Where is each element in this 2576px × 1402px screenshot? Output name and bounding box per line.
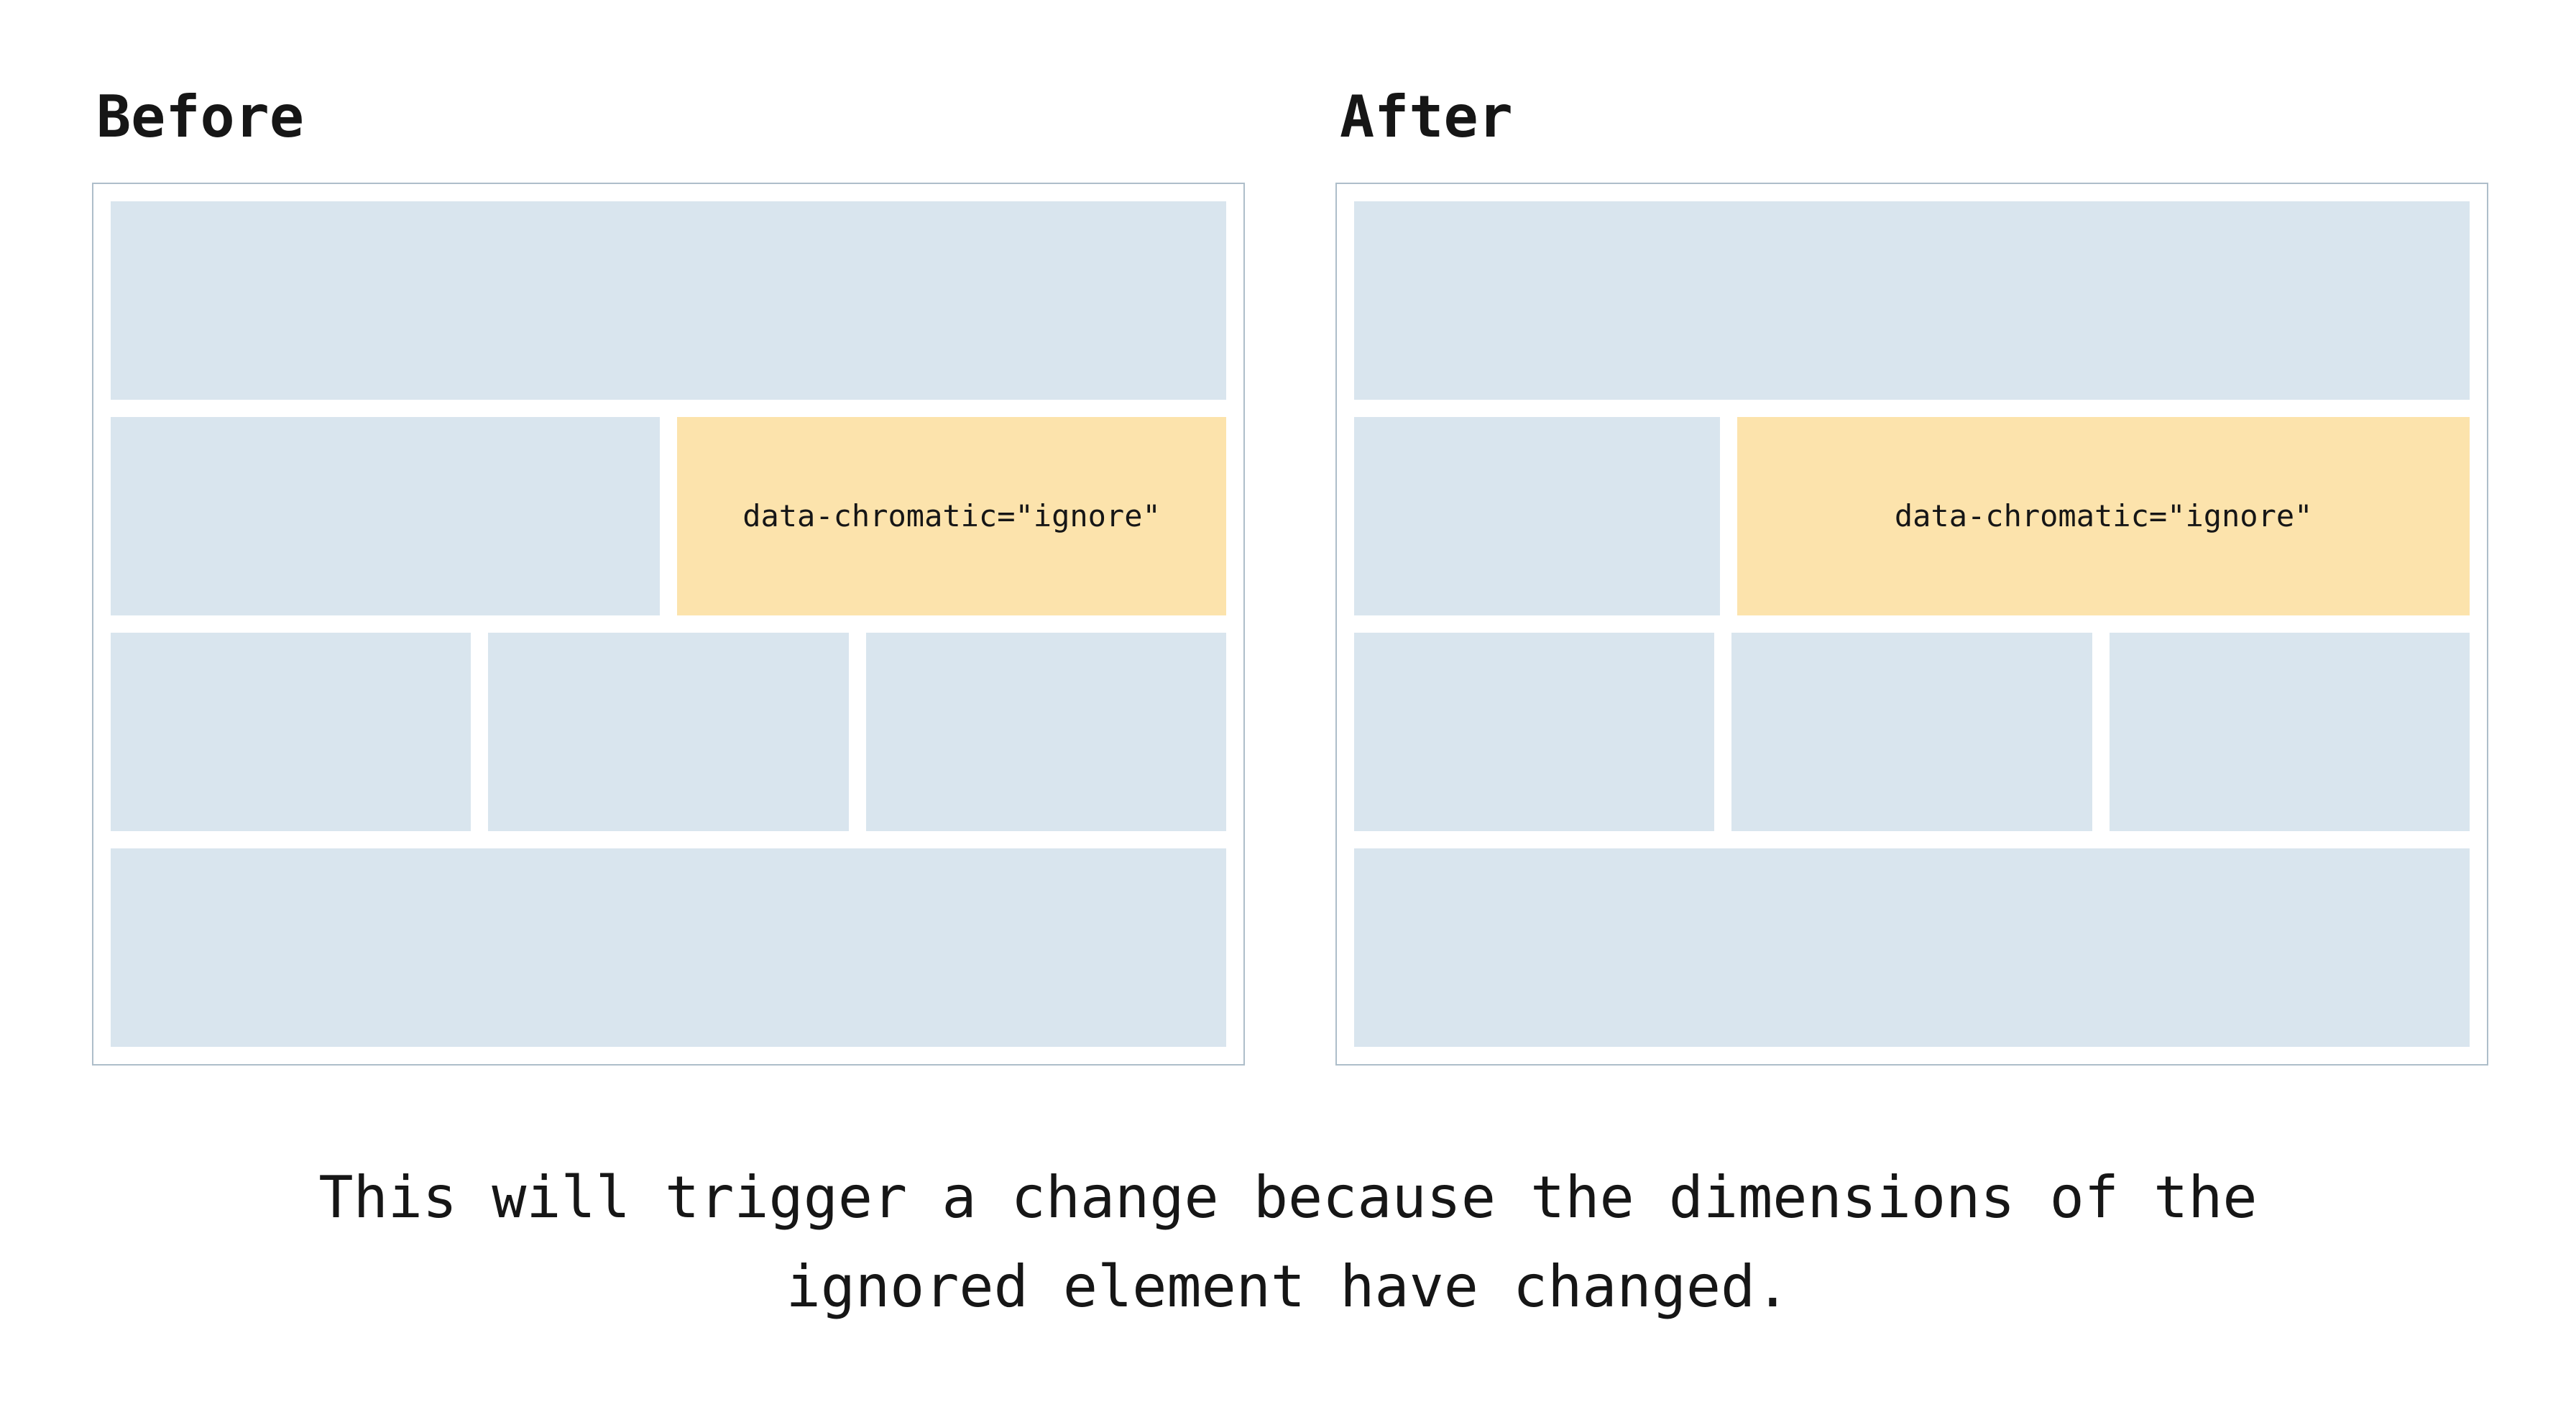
wireframe-row-ignored: data-chromatic="ignore": [111, 417, 1226, 615]
content-placeholder-block: [111, 417, 660, 615]
wireframe-row-footer: [1354, 848, 2470, 1047]
content-placeholder-block: [1354, 417, 1721, 615]
comparison-columns: Before data-chromatic="ignore": [0, 85, 2576, 1066]
after-wireframe-panel: data-chromatic="ignore": [1335, 183, 2488, 1066]
wireframe-row-thirds: [111, 633, 1226, 831]
ignored-attribute-label: data-chromatic="ignore": [742, 498, 1161, 533]
third-placeholder-block: [1354, 633, 1715, 831]
after-column: After data-chromatic="ignore": [1335, 85, 2488, 1066]
ignored-attribute-label: data-chromatic="ignore": [1894, 498, 2313, 533]
before-wireframe-panel: data-chromatic="ignore": [92, 183, 1245, 1066]
third-placeholder-block: [2109, 633, 2470, 831]
third-placeholder-block: [1731, 633, 2092, 831]
before-column: Before data-chromatic="ignore": [92, 85, 1245, 1066]
footer-placeholder-block: [111, 848, 1226, 1047]
ignored-element-block: data-chromatic="ignore": [677, 417, 1226, 615]
wireframe-row-thirds: [1354, 633, 2470, 831]
caption-line-2: ignored element have changed.: [786, 1253, 1790, 1320]
before-title: Before: [96, 83, 304, 150]
wireframe-row-header: [1354, 201, 2470, 400]
footer-placeholder-block: [1354, 848, 2470, 1047]
third-placeholder-block: [488, 633, 849, 831]
ignored-element-block: data-chromatic="ignore": [1737, 417, 2470, 615]
header-placeholder-block: [111, 201, 1226, 400]
figure-caption: This will trigger a change because the d…: [0, 1153, 2576, 1332]
caption-line-1: This will trigger a change because the d…: [318, 1164, 2258, 1231]
wireframe-row-header: [111, 201, 1226, 400]
wireframe-row-footer: [111, 848, 1226, 1047]
after-title: After: [1340, 83, 1513, 150]
third-placeholder-block: [865, 633, 1226, 831]
wireframe-row-ignored: data-chromatic="ignore": [1354, 417, 2470, 615]
header-placeholder-block: [1354, 201, 2470, 400]
third-placeholder-block: [111, 633, 472, 831]
